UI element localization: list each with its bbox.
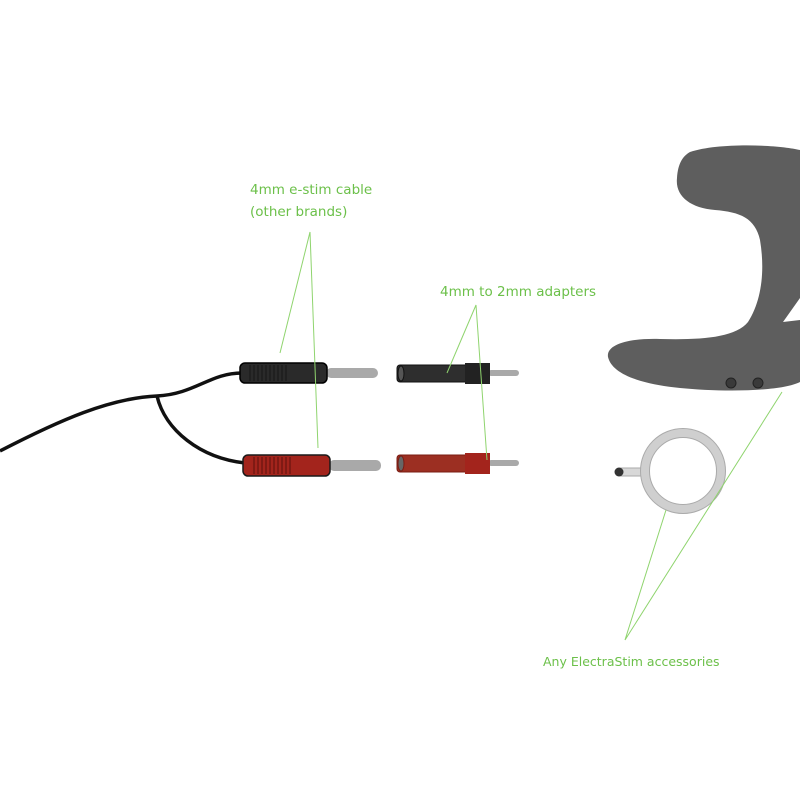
red-adapter xyxy=(396,453,519,474)
black-4mm-plug xyxy=(239,362,378,384)
red-4mm-plug xyxy=(242,454,381,477)
adapters-label: 4mm to 2mm adapters xyxy=(440,284,597,300)
black-adapter xyxy=(396,363,519,384)
leader-lines xyxy=(279,231,783,641)
cable-label-line1: 4mm e-stim cable xyxy=(250,182,373,198)
electrastim-probe-accessory xyxy=(607,145,800,391)
cable-label-line2: (other brands) xyxy=(250,204,348,220)
accessories-label: Any ElectraStim accessories xyxy=(543,654,720,669)
cable xyxy=(0,371,246,465)
electrastim-ring-accessory xyxy=(614,428,726,514)
cable-label: 4mm e-stim cable (other brands) xyxy=(250,179,372,223)
